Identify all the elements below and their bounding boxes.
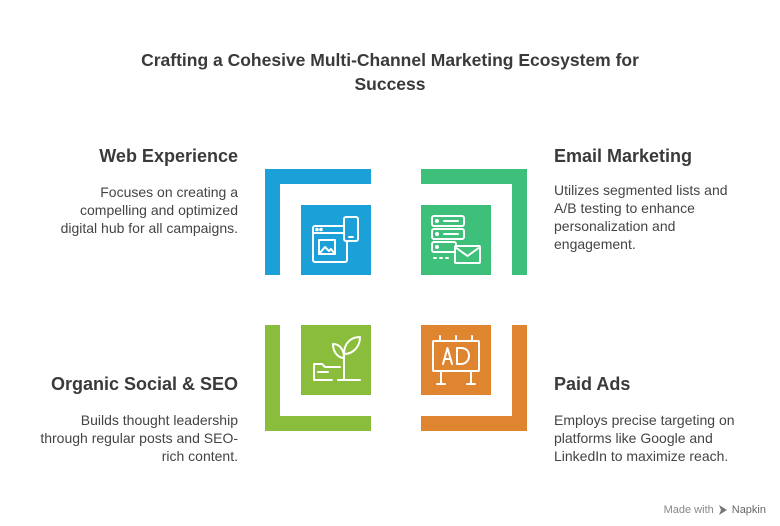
made-with-label: Made with <box>663 504 714 516</box>
server-email-icon <box>431 215 481 264</box>
web-experience-heading: Web Experience <box>99 146 238 166</box>
billboard-ad-icon <box>432 335 480 385</box>
email-desc-line: personalization and <box>554 218 676 234</box>
paid-desc-line: Employs precise targeting on <box>554 412 735 428</box>
email-desc-line: engagement. <box>554 236 636 252</box>
made-with-napkin-watermark: Made with Napkin <box>664 504 766 516</box>
title-line-1: Crafting a Cohesive Multi-Channel Market… <box>141 50 639 70</box>
napkin-brand-label: Napkin <box>731 504 766 516</box>
organic-social-bracket <box>265 325 371 431</box>
web-desc-line: Focuses on creating a <box>100 184 238 200</box>
email-desc-line: Utilizes segmented lists and <box>554 182 728 198</box>
email-marketing-bracket <box>421 169 527 275</box>
web-desc-line: digital hub for all campaigns. <box>60 220 238 236</box>
paid-desc-line: LinkedIn to maximize reach. <box>554 448 729 464</box>
email-marketing-heading: Email Marketing <box>554 146 693 166</box>
email-desc-line: A/B testing to enhance <box>554 200 695 216</box>
diagram-title: Crafting a Cohesive Multi-Channel Market… <box>0 48 780 96</box>
paid-ads-bracket <box>421 325 527 431</box>
paid-ads-heading: Paid Ads <box>554 374 631 394</box>
social-desc-line: Builds thought leadership <box>80 412 238 428</box>
organic-social-seo-description: Builds thought leadership through regula… <box>18 411 238 465</box>
napkin-logo-icon <box>718 505 727 515</box>
email-marketing-description: Utilizes segmented lists and A/B testing… <box>554 181 764 253</box>
paid-ads-description: Employs precise targeting on platforms l… <box>554 411 764 465</box>
web-experience-bracket <box>265 169 371 275</box>
sprout-folder-icon <box>313 336 361 381</box>
social-desc-line: through regular posts and SEO- <box>40 430 238 446</box>
title-line-2: Success <box>354 74 426 94</box>
web-desc-line: compelling and optimized <box>80 202 238 218</box>
web-device-icon <box>312 216 359 263</box>
organic-social-seo-heading: Organic Social & SEO <box>50 374 238 394</box>
web-experience-description: Focuses on creating a compelling and opt… <box>18 183 238 237</box>
paid-desc-line: platforms like Google and <box>554 430 713 446</box>
social-desc-line: rich content. <box>161 448 238 464</box>
organic-social-box <box>301 325 371 395</box>
